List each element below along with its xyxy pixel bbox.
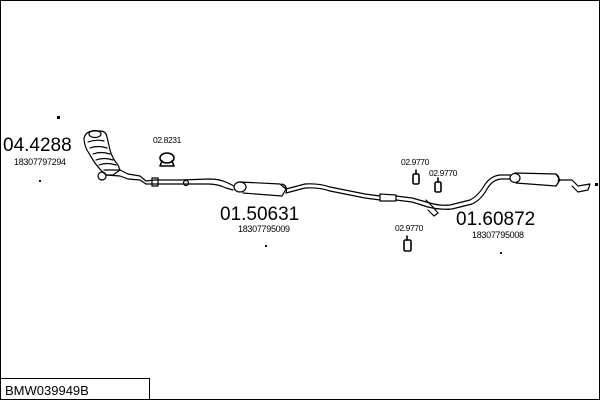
leader-dot — [499, 251, 503, 255]
catalyst-oem-number: 18307797294 — [14, 157, 66, 167]
middle-silencer-oem-number: 18307795009 — [238, 224, 290, 234]
rubber-mount-low-number: 02.9770 — [395, 223, 423, 233]
rubber-mount-low — [403, 235, 412, 252]
front-pipe — [145, 177, 235, 191]
middle-silencer-part-number: 01.50631 — [220, 204, 300, 225]
leader-dot — [264, 244, 268, 248]
rear-silencer — [483, 172, 591, 193]
reference-box: BMW039949B — [0, 378, 150, 399]
middle-silencer — [233, 181, 288, 197]
clamp-part-number: 02.8231 — [153, 135, 181, 145]
marker-square — [57, 116, 60, 119]
catalytic-converter — [83, 129, 147, 185]
intermediate-pipe — [285, 183, 488, 217]
leader-dot — [38, 179, 42, 183]
rear-silencer-oem-number: 18307795008 — [472, 230, 524, 240]
rubber-mount-mid-number: 02.9770 — [429, 168, 457, 178]
rear-silencer-part-number: 01.60872 — [456, 209, 536, 230]
rubber-mount-top — [412, 169, 420, 185]
rubber-mount-top-number: 02.9770 — [401, 157, 429, 167]
rubber-mount-mid — [434, 177, 442, 193]
reference-code: BMW039949B — [5, 383, 89, 398]
clamp-part — [159, 152, 175, 167]
catalyst-part-number: 04.4288 — [3, 135, 72, 156]
marker-square — [595, 183, 598, 186]
